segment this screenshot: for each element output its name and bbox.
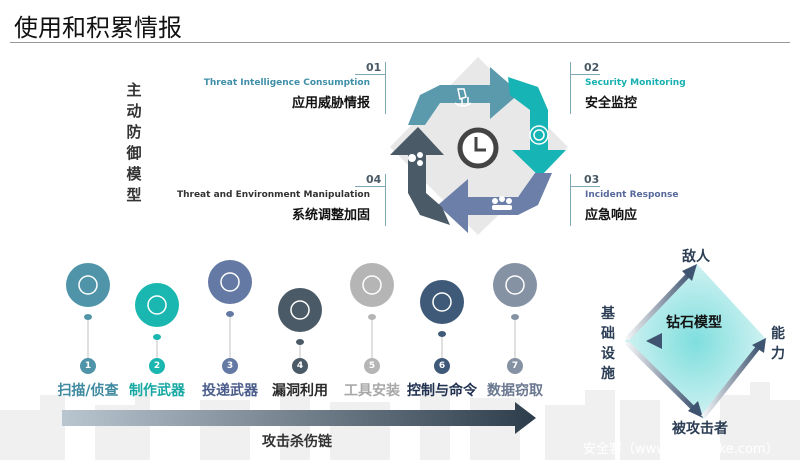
kill-chain-step-label: 工具安装 (344, 383, 400, 399)
step-02-number: 02 (584, 61, 600, 74)
database-icon-glyph (505, 275, 525, 295)
bug-icon-glyph (290, 300, 310, 320)
kill-chain-step-3 (208, 260, 252, 358)
diamond-adversary-label: 敌人 (682, 249, 710, 265)
step-02-english: Security Monitoring (585, 78, 686, 88)
radar-icon-glyph (78, 275, 98, 295)
step-04-underline (355, 186, 385, 187)
active-defense-cycle (390, 57, 568, 235)
page-title: 使用和积累情报 (14, 14, 182, 42)
connector-dot (84, 314, 92, 320)
title-divider (10, 42, 790, 43)
kill-chain-step-number: 3 (222, 358, 238, 374)
kill-chain-step-5 (350, 263, 394, 358)
kill-chain-step-number: 2 (149, 358, 165, 374)
diamond-capability-label: 能力 (771, 326, 785, 362)
connector-dot (296, 339, 304, 345)
step-04-english: Threat and Environment Manipulation (176, 190, 370, 200)
kill-chain-step-7 (493, 263, 537, 358)
gears-icon (408, 152, 423, 166)
kill-chain-step-number: 1 (80, 358, 96, 374)
diamond-infrastructure-label: 基础设施 (601, 306, 615, 382)
masked-hacker-icon (420, 280, 464, 324)
rocking-horse-icon (350, 263, 394, 307)
step-01-number: 01 (366, 61, 382, 74)
kill-chain-step-label: 制作武器 (129, 383, 185, 399)
arrow-01 (408, 67, 520, 125)
kill-chain-arrow (62, 402, 536, 434)
rifle-icon (135, 283, 179, 327)
kill-chain-step-4 (278, 288, 322, 358)
radar-icon (66, 263, 110, 307)
bug-icon (278, 288, 322, 332)
step-04-number: 04 (366, 173, 382, 186)
active-defense-label: 主动防御模型 (126, 81, 142, 204)
kill-chain-step-label: 数据窃取 (487, 383, 543, 399)
kill-chain-step-2 (135, 283, 179, 358)
arrow-infrastructure-to-victim (625, 341, 698, 413)
clock-icon (457, 127, 499, 169)
step-03-chinese: 应急响应 (585, 208, 638, 223)
rifle-icon-glyph (147, 295, 167, 315)
kill-chain-step-label: 漏洞利用 (272, 383, 328, 399)
connector-dot (438, 331, 446, 337)
diamond-victim-label: 被攻击者 (672, 421, 728, 437)
step-02-underline (570, 74, 600, 75)
kill-chain-step-number: 5 (364, 358, 380, 374)
arrow-02 (508, 77, 566, 177)
rocking-horse-icon (454, 88, 472, 107)
step-01-chinese: 应用威胁情报 (291, 96, 370, 111)
step-02-divider (570, 62, 571, 114)
people-group-icon (492, 196, 512, 210)
step-02-chinese: 安全监控 (585, 96, 638, 111)
kill-chain-step-1 (66, 263, 110, 358)
kill-chain-step-label: 投递武器 (202, 383, 258, 399)
rocking-horse-icon-glyph (362, 275, 382, 295)
radar-icon (529, 125, 549, 145)
kill-chain-step-6 (420, 280, 464, 358)
step-04-divider (385, 174, 386, 226)
step-03-number: 03 (584, 173, 600, 186)
connector-dot (226, 311, 234, 317)
step-01-english: Threat Intelligence Consumption (203, 78, 370, 88)
arrow-04 (390, 127, 450, 225)
step-03-divider (570, 174, 571, 226)
step-01-underline (355, 74, 385, 75)
diamond-center-label: 钻石模型 (666, 315, 722, 331)
cloud-transfer-icon-glyph (220, 272, 240, 292)
arrow-victim-to-capability (701, 343, 762, 419)
database-icon (493, 263, 537, 307)
kill-chain-step-number: 6 (434, 358, 450, 374)
connector-dot (368, 314, 376, 320)
connector-dot (511, 314, 519, 320)
step-01-divider (385, 62, 386, 114)
masked-hacker-icon-glyph (432, 292, 452, 312)
step-03-english: Incident Response (585, 190, 679, 200)
kill-chain-label: 攻击杀伤链 (262, 434, 332, 450)
arrow-infrastructure-to-adversary (625, 269, 694, 341)
connector-dot (153, 334, 161, 340)
cloud-transfer-icon (208, 260, 252, 304)
kill-chain-step-number: 4 (292, 358, 308, 374)
step-04-chinese: 系统调整加固 (291, 208, 370, 223)
step-03-underline (570, 186, 600, 187)
kill-chain-step-label: 控制与命令 (407, 383, 477, 399)
kill-chain-step-number: 7 (507, 358, 523, 374)
watermark: 安全客（www.anquanke.com） (583, 442, 779, 457)
kill-chain-step-label: 扫描/侦查 (57, 383, 119, 399)
diamond-model (625, 264, 766, 419)
